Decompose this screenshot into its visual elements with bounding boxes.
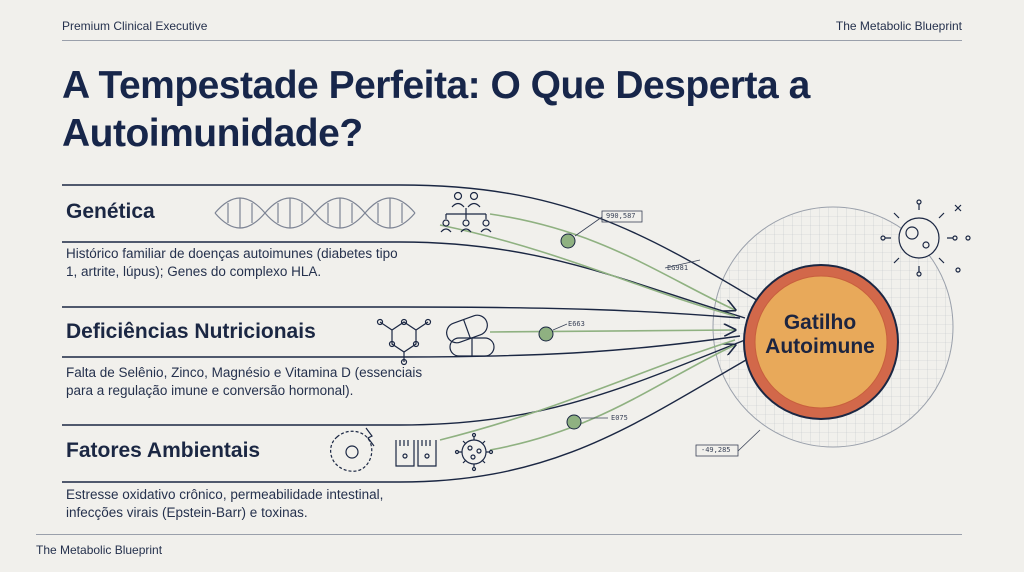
dna-helix-icon — [214, 197, 416, 229]
readout-leader-1 — [574, 216, 603, 237]
readout-leader-3 — [552, 323, 568, 331]
environment-band-bottom — [62, 351, 761, 483]
readout-box-1 — [601, 210, 643, 223]
flow-environment-a — [489, 345, 735, 451]
readout-boxes — [552, 210, 761, 457]
genetics-band-top — [62, 184, 761, 303]
flow-nutrition — [489, 330, 735, 332]
hub-label-line2: Autoimune — [765, 335, 875, 358]
readout-leader-5 — [737, 429, 761, 452]
section-desc-environment-line1: Estresse oxidativo crônico, permeabilida… — [66, 487, 384, 502]
hub-inner-core — [754, 275, 888, 409]
molecule-icon — [376, 318, 432, 366]
footer-label: The Metabolic Blueprint — [36, 543, 163, 557]
flow-arrows — [439, 213, 736, 451]
node-genetics — [560, 233, 576, 249]
section-desc-nutrition-line1: Falta de Selênio, Zinco, Magnésio e Vita… — [66, 365, 423, 380]
flow-genetics-a — [489, 213, 735, 310]
section-desc-environment-line2: infecções virais (Epstein-Barr) e toxina… — [66, 505, 308, 520]
section-title-environment: Fatores Ambientais — [66, 439, 261, 462]
hub-label-line1: Gatilho — [783, 311, 857, 334]
header-left-label: Premium Clinical Executive — [62, 19, 208, 33]
readout-1: 990,587 — [606, 212, 636, 220]
environment-band-top — [62, 339, 746, 426]
node-nutrition — [538, 326, 554, 342]
nutrition-band-bottom — [62, 335, 741, 358]
funnel-lines — [62, 184, 761, 483]
pathogen-icon — [880, 199, 971, 277]
readout-2: EG981 — [667, 264, 689, 272]
section-desc-genetics-line2: 1, artrite, lúpus); Genes do complexo HL… — [66, 264, 322, 279]
intestinal-barrier-icon — [395, 440, 437, 467]
readout-leader-2 — [664, 259, 701, 269]
capsule-icon — [446, 314, 495, 357]
readout-5: -49,285 — [701, 446, 731, 454]
header-divider — [62, 40, 962, 41]
readout-4: E075 — [611, 414, 628, 422]
footer-divider — [36, 534, 962, 535]
section-title-genetics: Genética — [66, 200, 155, 223]
page-title: A Tempestade Perfeita: O Que Desperta a … — [62, 64, 810, 155]
header-right-label: The Metabolic Blueprint — [835, 19, 962, 33]
node-environment — [566, 414, 582, 430]
nutrition-band-top — [62, 306, 741, 319]
section-desc-nutrition-line2: para a regulação imune e conversão hormo… — [66, 383, 354, 398]
section-title-nutrition: Deficiências Nutricionais — [66, 320, 316, 343]
readout-3: E663 — [568, 320, 585, 328]
flow-nodes — [538, 233, 582, 430]
flow-genetics-b — [439, 224, 736, 317]
genetics-band-bottom — [62, 241, 746, 319]
hub-label: Gatilho Autoimune — [754, 311, 886, 359]
damaged-cell-icon — [330, 427, 375, 472]
flow-environment-b — [439, 339, 736, 441]
section-desc-genetics-line1: Histórico familiar de doenças autoimunes… — [66, 246, 398, 261]
family-tree-icon — [440, 191, 492, 233]
virus-icon — [454, 432, 494, 472]
